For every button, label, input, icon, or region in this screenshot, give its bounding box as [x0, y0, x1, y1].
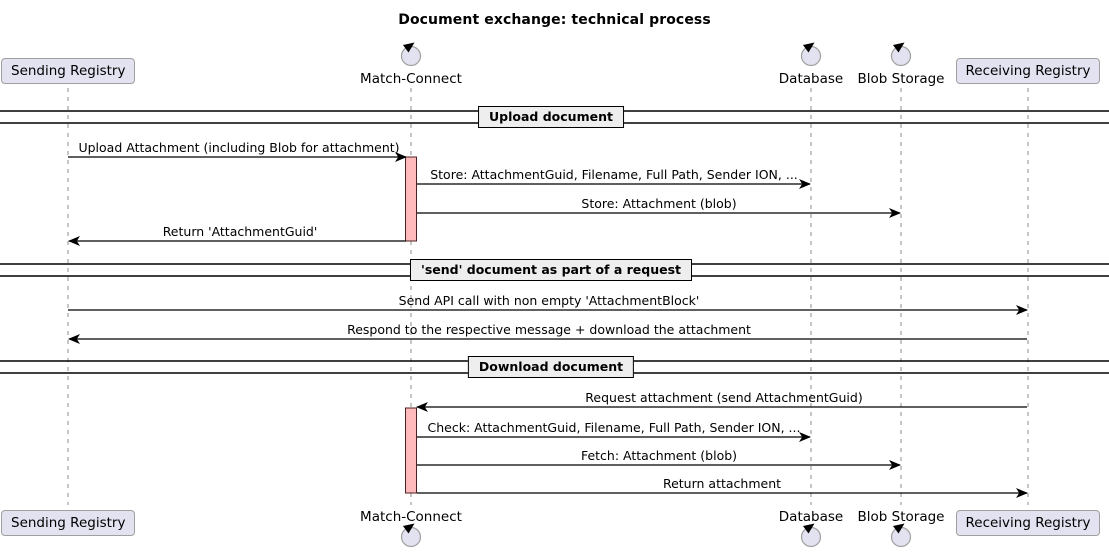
control-circle-icon [890, 526, 912, 548]
lifelines-group [67, 88, 1029, 505]
control-arrowhead-icon [803, 42, 815, 53]
message-label-9: Return attachment [662, 476, 782, 491]
participant-database-bottom-label[interactable]: Database [778, 509, 844, 525]
participant-blob-storage-bottom-label[interactable]: Blob Storage [857, 509, 945, 525]
control-circle-icon [800, 526, 822, 548]
message-arrows-group [68, 152, 1028, 498]
participant-database-top-icon[interactable] [800, 42, 822, 67]
control-arrowhead-icon [803, 523, 815, 534]
participant-receiving-registry-bottom[interactable]: Receiving Registry [955, 510, 1101, 536]
control-arrowhead-icon [893, 42, 905, 53]
message-label-0: Upload Attachment (including Blob for at… [78, 140, 400, 155]
control-circle-icon [400, 45, 422, 67]
control-arrowhead-icon [403, 523, 415, 534]
participant-match-connect-bottom-icon[interactable] [400, 523, 422, 548]
participant-blob-storage-top-icon[interactable] [890, 42, 912, 67]
activation-bars-group [405, 156, 417, 494]
control-arrowhead-icon [893, 523, 905, 534]
control-circle-icon [890, 45, 912, 67]
control-circle-icon [800, 45, 822, 67]
participant-match-connect-top-icon[interactable] [400, 42, 422, 67]
divider-label-0: Upload document [478, 106, 624, 128]
participant-blob-storage-top-label[interactable]: Blob Storage [857, 71, 945, 87]
message-label-3: Return 'AttachmentGuid' [162, 224, 318, 239]
message-label-5: Respond to the respective message + down… [347, 322, 751, 337]
participant-match-connect-top-label[interactable]: Match-Connect [360, 71, 462, 87]
participant-sending-registry-top[interactable]: Sending Registry [1, 58, 136, 84]
control-circle-icon [400, 526, 422, 548]
message-label-8: Fetch: Attachment (blob) [580, 448, 738, 463]
participant-database-top-label[interactable]: Database [778, 71, 844, 87]
participant-database-bottom-icon[interactable] [800, 523, 822, 548]
divider-label-1: 'send' document as part of a request [410, 259, 692, 281]
participant-sending-registry-bottom[interactable]: Sending Registry [1, 510, 136, 536]
participant-blob-storage-bottom-icon[interactable] [890, 523, 912, 548]
participant-match-connect-bottom-label[interactable]: Match-Connect [360, 509, 462, 525]
message-label-6: Request attachment (send AttachmentGuid) [585, 390, 863, 405]
page-title: Document exchange: technical process [398, 12, 711, 28]
participant-icons-group [400, 42, 912, 548]
divider-label-2: Download document [467, 356, 635, 378]
control-arrowhead-icon [403, 42, 415, 53]
activation-bar-0 [405, 156, 417, 242]
message-label-7: Check: AttachmentGuid, Filename, Full Pa… [427, 420, 801, 435]
message-label-2: Store: Attachment (blob) [581, 196, 737, 211]
participant-receiving-registry-top[interactable]: Receiving Registry [955, 58, 1101, 84]
activation-bar-1 [405, 407, 417, 494]
message-label-4: Send API call with non empty 'Attachment… [398, 293, 700, 308]
message-label-1: Store: AttachmentGuid, Filename, Full Pa… [430, 167, 798, 182]
